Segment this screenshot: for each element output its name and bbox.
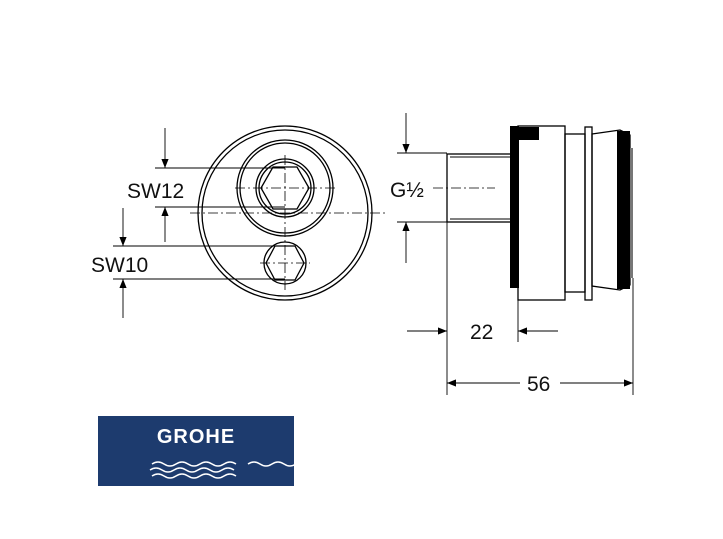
dimension-22: 22	[470, 321, 493, 344]
waves-icon	[149, 461, 294, 479]
dimension-56: 56	[527, 373, 550, 396]
g-dimension	[397, 113, 447, 263]
sw10-dimension	[113, 208, 285, 318]
logo-text: GROHE	[156, 426, 236, 448]
sw12-label: SW12	[127, 180, 184, 203]
thread-label: G½	[390, 179, 424, 202]
grohe-logo: GROHE	[98, 416, 294, 486]
front-view	[190, 125, 385, 301]
length-dimensions	[407, 222, 634, 396]
sw12-dimension	[155, 128, 285, 242]
side-view	[433, 125, 633, 301]
sw10-label: SW10	[91, 254, 148, 277]
